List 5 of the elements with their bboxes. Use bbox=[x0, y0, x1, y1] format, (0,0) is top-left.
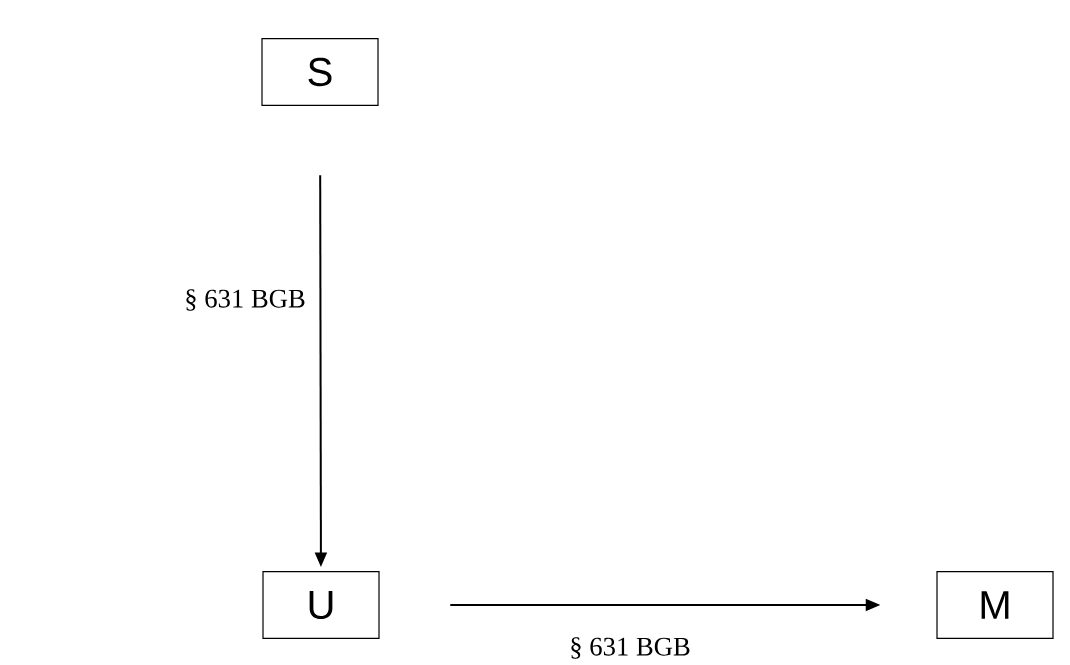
edge-label: § 631 BGB bbox=[567, 635, 693, 661]
letter-box: S bbox=[261, 38, 379, 106]
edge-label: § 631 BGB bbox=[182, 287, 308, 313]
letter-box: U bbox=[262, 571, 380, 639]
letter-box: M bbox=[936, 571, 1054, 639]
